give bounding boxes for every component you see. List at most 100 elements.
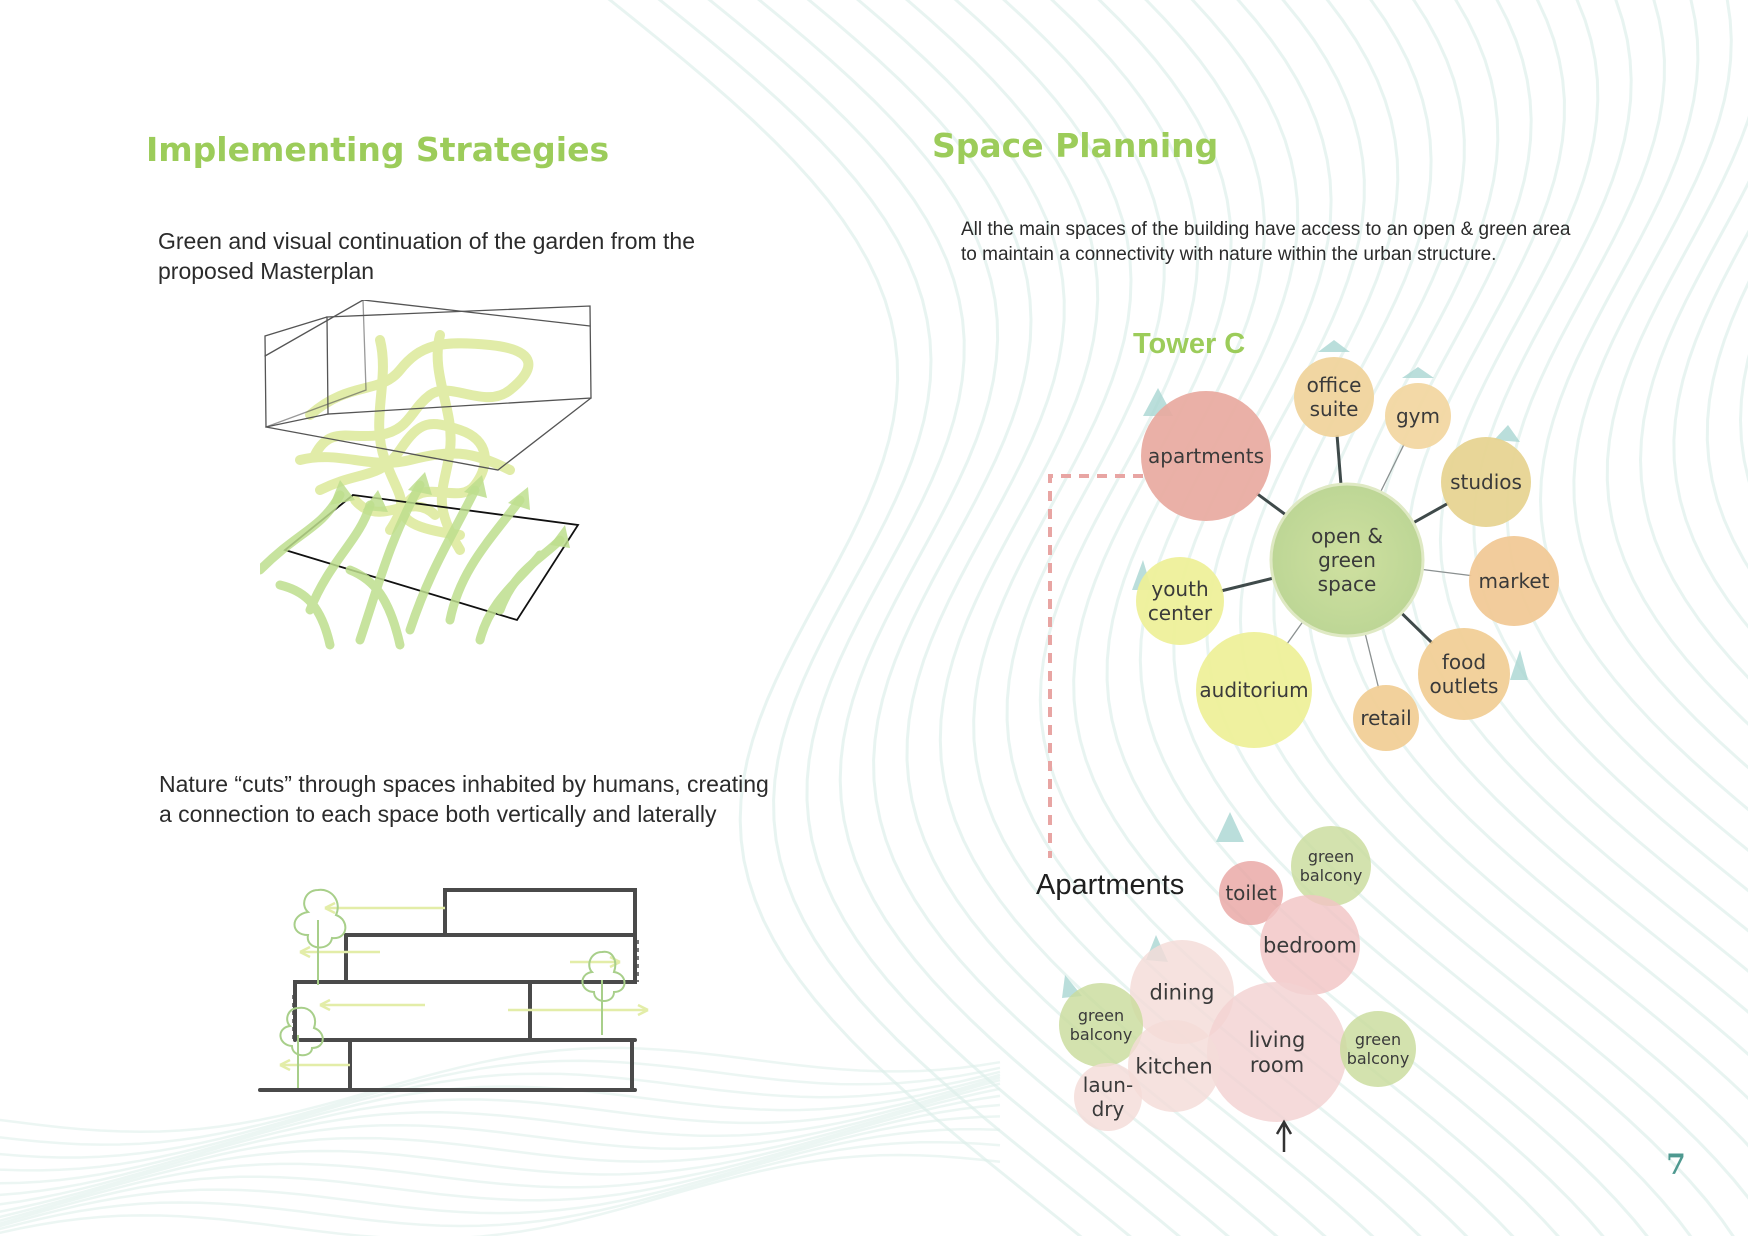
wave-line xyxy=(1238,0,1748,1200)
space-planning-intro-line-2: to maintain a connectivity with nature w… xyxy=(961,243,1497,265)
page-number: 7 xyxy=(1666,1148,1686,1181)
arrow-accent xyxy=(1510,650,1528,680)
bubble-green-balcony-top xyxy=(1291,826,1371,906)
connector-market xyxy=(1414,567,1472,577)
connector-office-suite xyxy=(1335,434,1344,493)
youth-center-label: youth xyxy=(1151,577,1208,601)
open-green-space-label: space xyxy=(1318,572,1377,596)
bubble-laundry xyxy=(1074,1063,1142,1131)
bubble-toilet xyxy=(1219,861,1283,925)
green-balcony-right-label: green xyxy=(1355,1030,1401,1049)
food-outlets-label: outlets xyxy=(1430,674,1499,698)
open-green-space-label: green xyxy=(1318,548,1376,572)
wave-line xyxy=(0,1094,1001,1219)
bubble-retail xyxy=(1353,685,1419,751)
wave-line xyxy=(1438,0,1748,933)
wave-line xyxy=(0,1059,1001,1146)
bubble-bedroom xyxy=(1260,895,1360,995)
wave-line xyxy=(1272,0,1748,1148)
market-label: market xyxy=(1479,569,1550,593)
bubble-market xyxy=(1469,536,1559,626)
food-outlets-label: food xyxy=(1442,650,1486,674)
bubble-dining xyxy=(1130,940,1234,1044)
bubble-green-balcony-right xyxy=(1340,1011,1416,1087)
dashed-connector xyxy=(1048,474,1143,858)
masterplan-description: Green and visual continuation of the gar… xyxy=(158,227,695,287)
tower-c-title: Tower C xyxy=(1133,328,1245,360)
wave-line xyxy=(1405,0,1748,973)
green-balcony-right-label: balcony xyxy=(1347,1049,1410,1068)
dining-label: dining xyxy=(1150,980,1215,1004)
wave-line xyxy=(0,1070,1001,1159)
rising-green-arrows xyxy=(260,480,565,650)
wave-line xyxy=(607,0,1083,1236)
green-balcony-top-label: balcony xyxy=(1300,866,1363,885)
garden-continuation-sketch xyxy=(260,300,592,650)
masterplan-description-line-2: proposed Masterplan xyxy=(158,257,375,284)
toilet-label: toilet xyxy=(1225,881,1276,905)
apartments-label: apartments xyxy=(1148,444,1264,468)
green-balcony-left-label: green xyxy=(1078,1006,1124,1025)
open-green-space-label: open & xyxy=(1311,524,1383,548)
tree-sketches xyxy=(279,888,626,1088)
laundry-label: dry xyxy=(1092,1097,1125,1121)
space-planning-heading: Space Planning xyxy=(932,126,1219,165)
gym-label: gym xyxy=(1396,404,1440,428)
wave-line xyxy=(1605,115,1748,726)
wave-line xyxy=(0,1115,1001,1225)
living-room-label: living xyxy=(1249,1028,1306,1052)
wave-line xyxy=(707,0,1182,1236)
connector-youth-center xyxy=(1220,574,1282,593)
bubble-auditorium xyxy=(1196,632,1312,748)
arrow-accent xyxy=(1318,340,1350,352)
wave-line xyxy=(806,0,1279,1236)
bubble-apartments xyxy=(1141,391,1271,521)
wave-line xyxy=(0,1076,1001,1185)
arrow-accent xyxy=(1216,812,1244,842)
bubble-studios xyxy=(1441,437,1531,527)
office-suite-label: suite xyxy=(1310,397,1359,421)
wave-line xyxy=(1672,229,1748,629)
bubble-food-outlets xyxy=(1418,628,1510,720)
wave-line xyxy=(0,1140,1001,1231)
masterplan-description-line-1: Green and visual continuation of the gar… xyxy=(158,228,696,254)
arrow-accent xyxy=(1402,367,1434,378)
living-room-label: room xyxy=(1250,1053,1304,1077)
nature-cuts-description: Nature “cuts” through spaces inhabited b… xyxy=(159,770,769,830)
studios-label: studios xyxy=(1450,470,1522,494)
wave-line xyxy=(757,0,1231,1236)
green-path-swirls xyxy=(295,330,534,555)
bubble-open-green-space xyxy=(1269,482,1425,638)
wave-line xyxy=(657,0,1132,1236)
bubble-kitchen xyxy=(1128,1020,1220,1112)
retail-label: retail xyxy=(1360,706,1411,730)
tree-icon xyxy=(279,1006,324,1088)
arrow-accent xyxy=(1494,425,1520,442)
bubble-youth-center xyxy=(1136,557,1224,645)
bedroom-label: bedroom xyxy=(1263,933,1357,957)
green-balcony-top-label: green xyxy=(1308,847,1354,866)
tree-icon xyxy=(293,888,347,985)
wave-line xyxy=(0,1073,1001,1172)
bubble-green-balcony-left xyxy=(1059,983,1143,1067)
entrance-arrow-icon xyxy=(1275,1119,1293,1152)
wave-line xyxy=(1572,0,1748,770)
apartments-title: Apartments xyxy=(1036,869,1184,901)
connector-gym xyxy=(1376,443,1405,500)
wave-line xyxy=(0,1087,1001,1213)
wave-line xyxy=(1638,180,1748,680)
laundry-label: laun- xyxy=(1083,1073,1133,1097)
bubble-office-suite xyxy=(1294,357,1374,437)
arrow-heads xyxy=(330,472,570,548)
nature-cuts-description-line-1: Nature “cuts” through spaces inhabited b… xyxy=(159,771,769,797)
apartments-diagram: toiletgreenbalconybedroomdininggreenbalc… xyxy=(1059,812,1416,1152)
building-box-wireframe xyxy=(264,300,592,471)
space-planning-intro: All the main spaces of the building have… xyxy=(961,218,1570,267)
wave-line xyxy=(0,1082,1001,1206)
bubble-gym xyxy=(1385,383,1451,449)
stepped-section-sketch xyxy=(258,888,649,1092)
implementing-strategies-heading: Implementing Strategies xyxy=(146,130,610,169)
lateral-arrows xyxy=(279,901,649,1072)
wave-line xyxy=(0,1128,1001,1228)
